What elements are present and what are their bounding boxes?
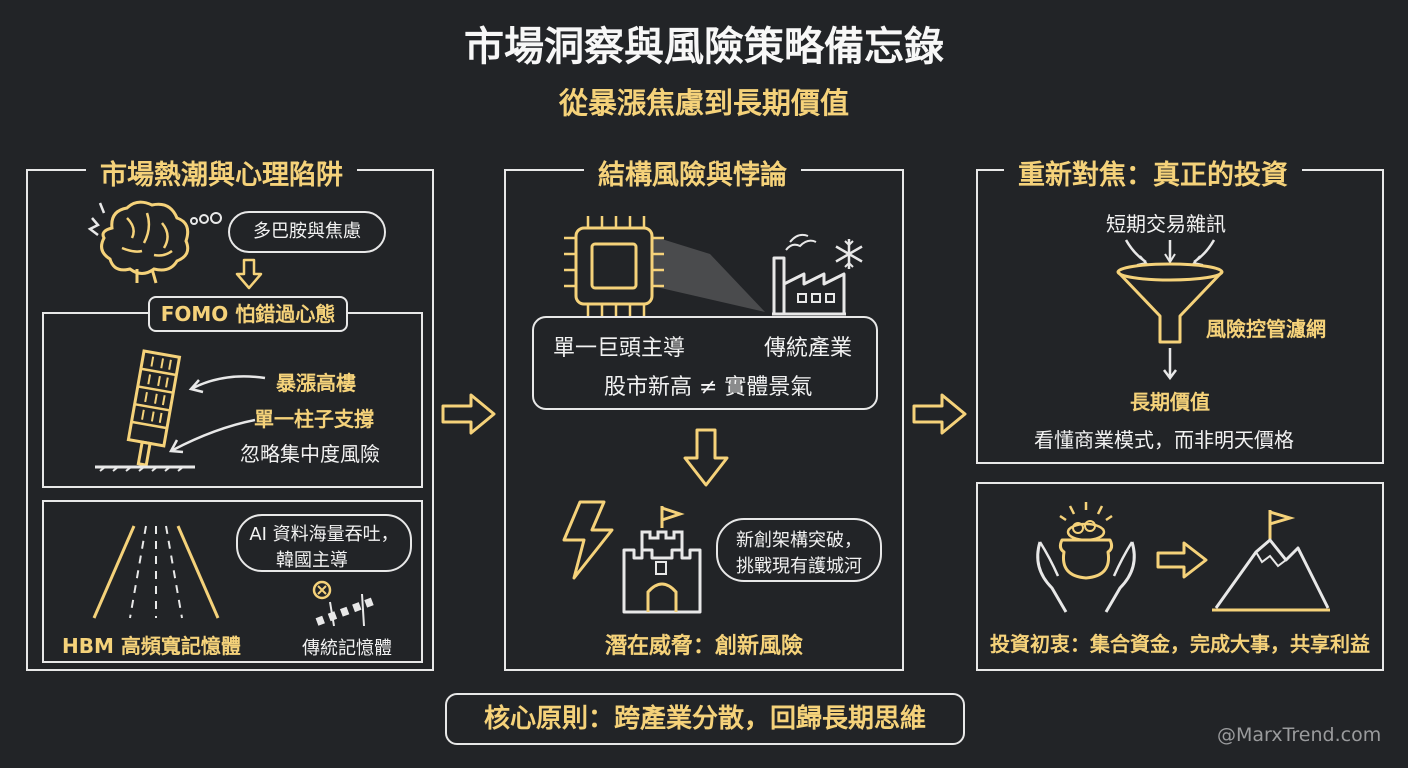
right-arrow-icon-1: [441, 393, 496, 435]
chip-label: 單一巨頭主導: [553, 336, 686, 361]
tower-label-pillar: 單一柱子支撐: [254, 407, 374, 431]
pot-of-gold-icon: [1036, 502, 1136, 613]
speech-bubble-ai: AI 資料海量吞吐， 韓國主導: [236, 514, 412, 572]
brain-icon: [87, 200, 222, 284]
lightning-icon: [562, 500, 614, 580]
mountain-flag-icon: [1212, 510, 1330, 612]
tower-label-rise: 暴漲高樓: [276, 371, 356, 395]
tower-label-risk: 忽略集中度風險: [240, 442, 380, 466]
legacy-memory-label: 傳統記憶體: [302, 638, 392, 659]
curved-arrows: [168, 375, 266, 454]
leaning-tower-icon: [95, 349, 195, 472]
watermark: @MarxTrend.com: [1217, 724, 1382, 746]
highway-icon: [92, 525, 220, 619]
paradox-box: [532, 316, 878, 410]
original-intent-label: 投資初衷：集合資金，完成大事，共享利益: [990, 632, 1370, 656]
hbm-box: [42, 500, 423, 663]
castle-icon: [622, 506, 702, 614]
speech-bubble-startup: 新創架構突破， 挑戰現有護城河: [716, 518, 882, 582]
funnel-icon: [1116, 239, 1224, 381]
right-arrow-icon-3: [1156, 541, 1208, 579]
page-title: 市場洞察與風險策略備忘錄: [464, 24, 944, 70]
right-arrow-icon-2: [912, 393, 967, 435]
hbm-label: HBM 高頻寬記憶體: [62, 634, 241, 658]
core-principle-banner: 核心原則：跨產業分散，回歸長期思維: [445, 693, 965, 745]
filter-label: 風險控管濾網: [1206, 317, 1326, 341]
snowflake-icon: [835, 239, 863, 269]
paradox-label: 股市新高 ≠ 實體景氣: [604, 375, 813, 400]
thought-bubble: 多巴胺與焦慮: [228, 211, 386, 253]
fomo-label: FOMO 怕錯過心態: [148, 296, 348, 332]
down-arrow-icon: [235, 258, 263, 290]
factory-icon: [772, 233, 846, 316]
panel2-header: 結構風險與悖論: [584, 153, 801, 192]
understand-label: 看懂商業模式，而非明天價格: [1034, 428, 1294, 452]
threat-label: 潛在威脅：創新風險: [605, 634, 804, 659]
long-value-label: 長期價值: [1130, 390, 1210, 414]
noise-label: 短期交易雜訊: [1106, 212, 1226, 236]
chip-icon: [564, 216, 765, 316]
barrier-icon: [312, 580, 378, 627]
page-subtitle: 從暴漲焦慮到長期價值: [558, 86, 849, 120]
panel3-header: 重新對焦：真正的投資: [1004, 153, 1302, 192]
panel1-header: 市場熱潮與心理陷阱: [86, 153, 357, 192]
panel-original-intent: [976, 482, 1384, 671]
factory-label: 傳統產業: [764, 336, 853, 361]
thought-text: 多巴胺與焦慮: [253, 221, 361, 242]
down-arrow-icon-2: [683, 428, 729, 487]
